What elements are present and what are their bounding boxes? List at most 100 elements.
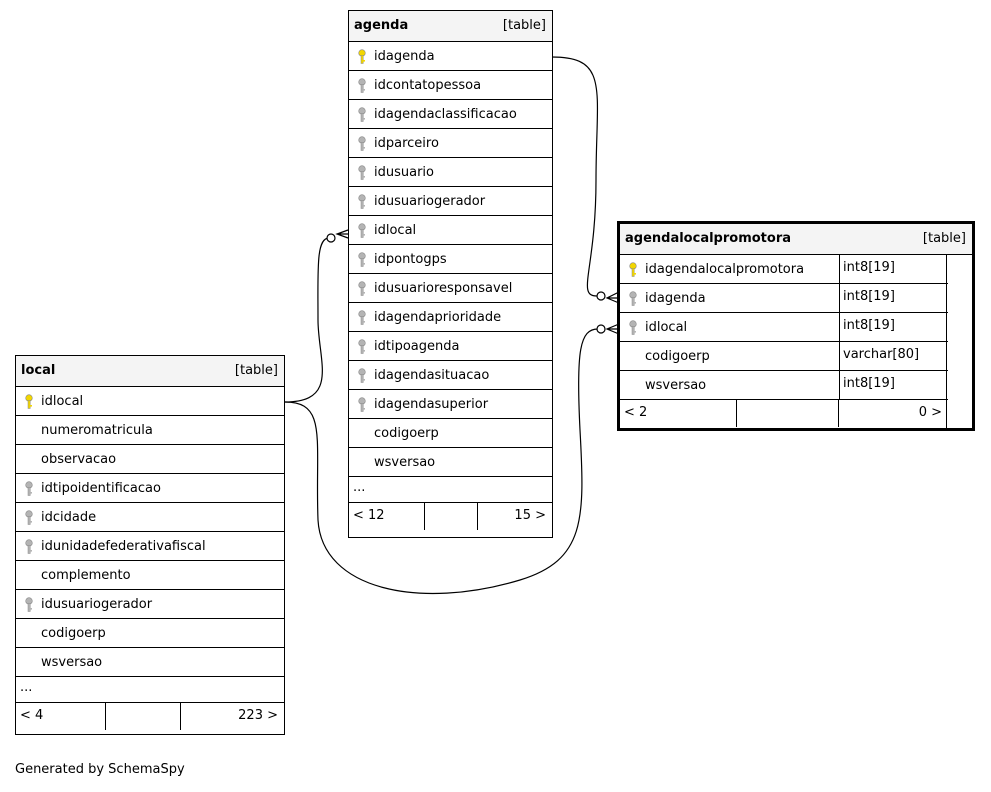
table-footer: < 4 223 > <box>16 703 284 730</box>
more-columns[interactable]: ... <box>16 677 284 703</box>
column-row-idagenda[interactable]: idagenda <box>349 42 552 71</box>
table-name[interactable]: local <box>21 363 56 378</box>
column-name: idunidadefederativafiscal <box>41 539 206 554</box>
column-type: varchar[80] <box>839 342 949 370</box>
column-name: numeromatricula <box>41 423 153 438</box>
column-list: idagendalocalpromotora int8[19] idagenda in… <box>620 255 948 400</box>
more-columns[interactable]: ... <box>349 477 552 503</box>
column-type: int8[19] <box>839 284 949 312</box>
table-name[interactable]: agenda <box>354 18 409 33</box>
key-icon <box>628 320 638 336</box>
table-header: local [table] <box>16 356 284 387</box>
column-row-codigoerp[interactable]: codigoerp <box>16 619 284 648</box>
table-local[interactable]: local [table] idlocal numeromatricula obse… <box>15 355 285 735</box>
column-name: idusuariogerador <box>374 194 486 209</box>
column-row-idlocal[interactable]: idlocal <box>16 387 284 416</box>
column-row-idtipoagenda[interactable]: idtipoagenda <box>349 332 552 361</box>
key-icon <box>24 394 34 410</box>
column-name: complemento <box>41 568 131 583</box>
key-icon <box>357 281 367 297</box>
column-row-idusuarioresponsavel[interactable]: idusuarioresponsavel <box>349 274 552 303</box>
column-row-wsversao[interactable]: wsversao <box>349 448 552 477</box>
column-name: codigoerp <box>645 349 710 364</box>
children-count[interactable]: 223 > <box>238 708 278 723</box>
column-row-wsversao[interactable]: wsversao int8[19] <box>620 371 948 400</box>
column-row-idcontatopessoa[interactable]: idcontatopessoa <box>349 71 552 100</box>
column-row-idagenda[interactable]: idagenda int8[19] <box>620 284 948 313</box>
key-icon <box>357 339 367 355</box>
divider <box>736 400 737 427</box>
column-separator <box>946 255 947 428</box>
ellipsis: ... <box>353 480 366 495</box>
column-type: int8[19] <box>839 313 949 341</box>
column-row-codigoerp[interactable]: codigoerp varchar[80] <box>620 342 948 371</box>
column-name: idusuarioresponsavel <box>374 281 513 296</box>
column-row-idagendasuperior[interactable]: idagendasuperior <box>349 390 552 419</box>
table-footer: < 12 15 > <box>349 503 552 530</box>
table-agendalocalpromotora[interactable]: agendalocalpromotora [table] idagendaloc… <box>617 221 975 431</box>
column-name: wsversao <box>645 378 707 393</box>
divider <box>180 703 181 730</box>
parents-count[interactable]: < 12 <box>353 508 385 523</box>
divider <box>105 703 106 730</box>
table-footer: < 2 0 > <box>620 400 948 427</box>
column-row-idagendaprioridade[interactable]: idagendaprioridade <box>349 303 552 332</box>
table-header: agenda [table] <box>349 11 552 42</box>
column-type: int8[19] <box>839 371 949 399</box>
children-count[interactable]: 15 > <box>514 508 546 523</box>
column-row-idagendasituacao[interactable]: idagendasituacao <box>349 361 552 390</box>
column-name: idcontatopessoa <box>374 78 482 93</box>
parents-count[interactable]: < 2 <box>624 405 648 420</box>
column-type: int8[19] <box>839 255 949 283</box>
key-icon <box>24 481 34 497</box>
column-name: idparceiro <box>374 136 439 151</box>
key-icon <box>357 49 367 65</box>
column-row-idagendalocalpromotora[interactable]: idagendalocalpromotora int8[19] <box>620 255 948 284</box>
column-row-idparceiro[interactable]: idparceiro <box>349 129 552 158</box>
key-icon <box>357 107 367 123</box>
table-type: [table] <box>234 363 278 378</box>
column-row-complemento[interactable]: complemento <box>16 561 284 590</box>
column-row-observacao[interactable]: observacao <box>16 445 284 474</box>
edge-alp-local <box>284 328 599 595</box>
table-name[interactable]: agendalocalpromotora <box>625 231 792 246</box>
column-row-idagendaclassificacao[interactable]: idagendaclassificacao <box>349 100 552 129</box>
column-name: idagendalocalpromotora <box>645 262 805 277</box>
divider <box>477 503 478 530</box>
column-row-idusuario[interactable]: idusuario <box>349 158 552 187</box>
column-row-idpontogps[interactable]: idpontogps <box>349 245 552 274</box>
edge-alp-local-optional-marker <box>596 324 606 334</box>
column-name: idusuariogerador <box>41 597 153 612</box>
edge-agenda-local <box>284 237 330 403</box>
column-name: idagenda <box>645 291 706 306</box>
key-icon <box>357 165 367 181</box>
key-icon <box>357 194 367 210</box>
key-icon <box>357 78 367 94</box>
column-name: idagendasuperior <box>374 397 489 412</box>
column-name: idagenda <box>374 49 435 64</box>
children-count[interactable]: 0 > <box>918 405 942 420</box>
column-row-numeromatricula[interactable]: numeromatricula <box>16 416 284 445</box>
column-name: idlocal <box>374 223 417 238</box>
column-name: idpontogps <box>374 252 447 267</box>
parents-count[interactable]: < 4 <box>20 708 44 723</box>
column-row-idusuariogerador[interactable]: idusuariogerador <box>349 187 552 216</box>
column-name: wsversao <box>374 455 436 470</box>
column-row-idunidadefederativafiscal[interactable]: idunidadefederativafiscal <box>16 532 284 561</box>
column-row-idlocal[interactable]: idlocal <box>349 216 552 245</box>
key-icon <box>357 397 367 413</box>
column-name: idlocal <box>41 394 84 409</box>
column-row-idcidade[interactable]: idcidade <box>16 503 284 532</box>
column-row-idusuariogerador[interactable]: idusuariogerador <box>16 590 284 619</box>
column-row-idtipoidentificacao[interactable]: idtipoidentificacao <box>16 474 284 503</box>
column-name: idtipoagenda <box>374 339 460 354</box>
column-row-codigoerp[interactable]: codigoerp <box>349 419 552 448</box>
edge-alp-agenda-optional-marker <box>596 291 606 301</box>
key-icon <box>24 597 34 613</box>
column-list: idagenda idcontatopessoa idagendaclassific… <box>349 42 552 477</box>
column-row-wsversao[interactable]: wsversao <box>16 648 284 677</box>
